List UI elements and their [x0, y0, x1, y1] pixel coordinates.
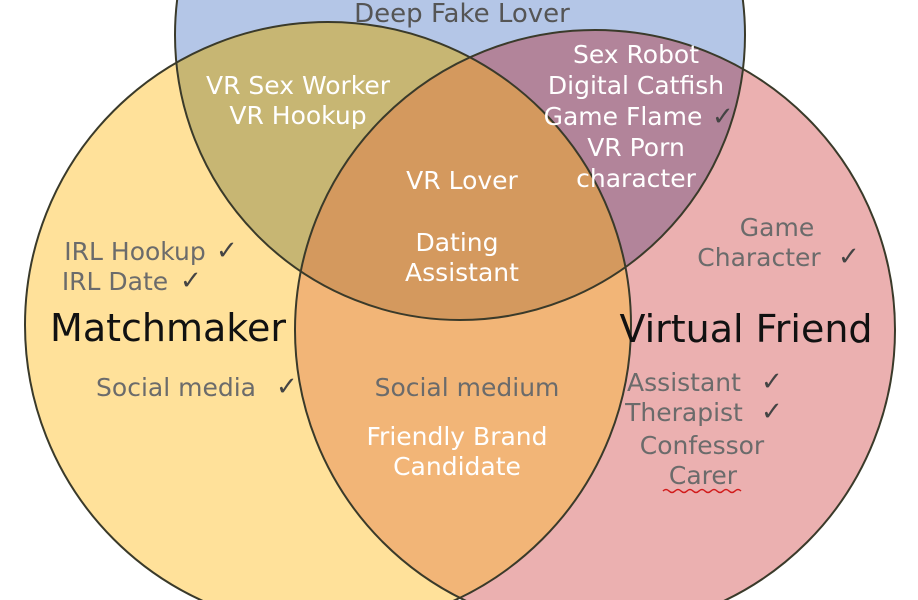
label-irl-date: IRL Date — [62, 267, 168, 296]
label-sex-robot: Sex Robot — [573, 40, 699, 69]
label-game-flame: Game Flame — [544, 102, 703, 131]
outline-left — [24, 21, 632, 600]
label-carer: Carer — [669, 461, 738, 490]
title-matchmaker: Matchmaker — [50, 306, 286, 350]
check-icon: ✓ — [761, 397, 783, 427]
outline-right — [294, 29, 896, 600]
label-dating: Dating — [415, 228, 498, 257]
outline-top — [174, 0, 746, 321]
label-vr-lover: VR Lover — [406, 166, 518, 195]
label-assistant-right: Assistant — [627, 368, 741, 397]
label-therapist: Therapist — [624, 398, 743, 427]
check-icon: ✓ — [180, 266, 202, 296]
check-icon: ✓ — [712, 102, 734, 132]
label-friendly-brand: Friendly Brand — [366, 422, 547, 451]
label-character: character — [576, 164, 696, 193]
label-social-medium: Social medium — [375, 373, 560, 402]
check-icon: ✓ — [276, 372, 298, 402]
check-icon: ✓ — [216, 236, 238, 266]
label-digital-catfish: Digital Catfish — [548, 71, 724, 100]
label-vr-hookup: VR Hookup — [229, 101, 366, 130]
label-social-media: Social media — [96, 373, 256, 402]
label-character-right: Character — [697, 243, 821, 272]
label-candidate: Candidate — [393, 452, 521, 481]
label-confessor: Confessor — [640, 431, 765, 460]
title-virtual-friend: Virtual Friend — [619, 307, 872, 351]
label-vr-sex-worker: VR Sex Worker — [206, 71, 391, 100]
label-game: Game — [740, 213, 814, 242]
label-irl-hookup: IRL Hookup — [64, 237, 205, 266]
label-deep-fake-lover: Deep Fake Lover — [354, 0, 570, 29]
label-vr-porn: VR Porn — [587, 133, 685, 162]
spellcheck-squiggle — [662, 488, 742, 494]
check-icon: ✓ — [761, 367, 783, 397]
label-assistant-center: Assistant — [405, 258, 519, 287]
check-icon: ✓ — [838, 242, 860, 272]
